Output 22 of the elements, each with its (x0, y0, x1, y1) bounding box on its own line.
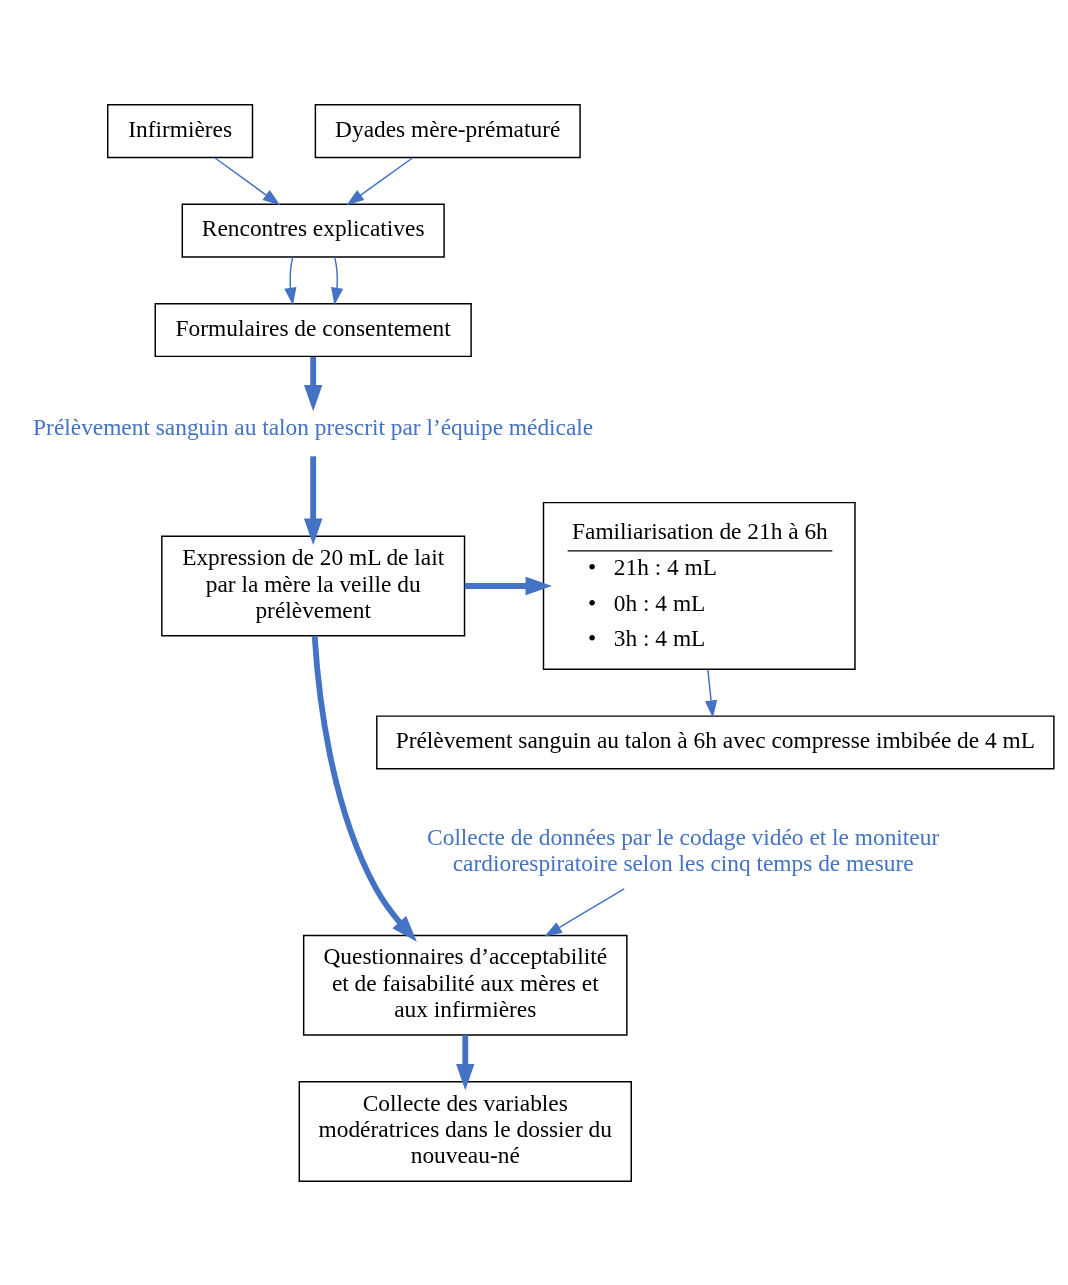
node-box: Prélèvement sanguin au talon à 6h avec compresse imbibée de 4 mL (376, 714, 1055, 769)
arrow (331, 256, 344, 305)
arrow (705, 668, 718, 718)
node-box: Familiarisation de 21h à 6h • 21h : 4 mL • 0h : 4 mL • 3h : 4 mL (542, 501, 856, 670)
arrow (346, 156, 414, 205)
node-box: Questionnaires d’acceptabilité et de faisabilité aux mères et aux infirmières (302, 934, 628, 1036)
arrow (303, 455, 323, 545)
arrow (544, 887, 625, 936)
arrow (214, 156, 281, 205)
node-box: Expression de 20 mL de lait par la mère la veille du prélèvement (161, 535, 466, 636)
node-box: Infirmières (107, 103, 254, 158)
node-box: Rencontres explicatives (181, 203, 445, 258)
arrow (311, 635, 417, 942)
node-box: Formulaires de consentement (154, 302, 472, 357)
node-box: Collecte des variables modératrices dans le dossier du nouveau-né (298, 1080, 632, 1182)
node-text: Prélèvement sanguin au talon prescrit par l’équipe médicale (33, 413, 594, 440)
node-text: Collecte de données par le codage vidéo et le moniteur cardiorespiratoire selon les cinq temps de mesure (427, 823, 940, 876)
node-box: Dyades mère-prématuré (314, 103, 581, 158)
arrow (464, 576, 552, 595)
arrow (456, 1034, 475, 1090)
arrow (303, 356, 323, 411)
arrow (284, 256, 297, 305)
